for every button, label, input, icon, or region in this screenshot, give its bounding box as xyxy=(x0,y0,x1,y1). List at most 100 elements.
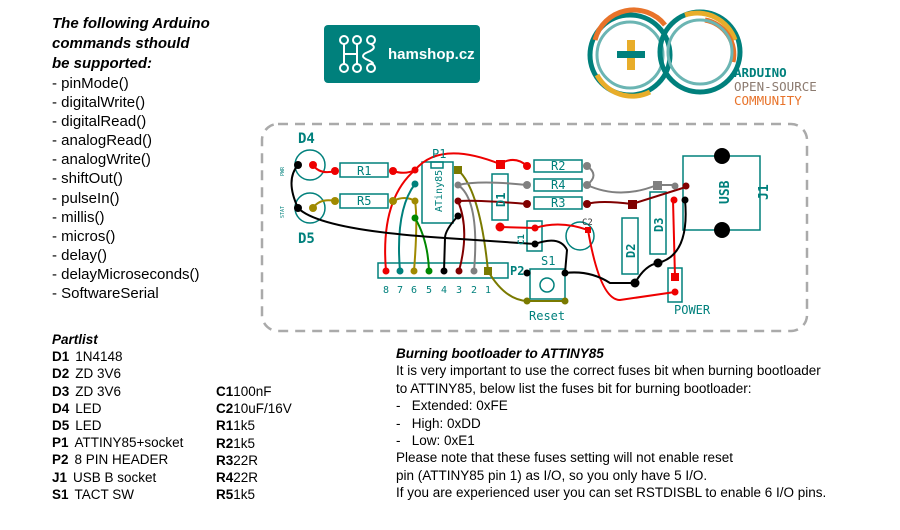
part-value: 8 PIN HEADER xyxy=(74,452,169,468)
part-ref: R5 xyxy=(216,487,234,503)
command-item: - analogRead() xyxy=(52,132,153,150)
part-ref: D2 xyxy=(52,366,70,382)
command-item: - digitalRead() xyxy=(52,113,147,131)
open-source-text: OPEN-SOURCE xyxy=(734,79,817,94)
command-item: - micros() xyxy=(52,227,116,245)
diode-d3 xyxy=(649,191,667,255)
hamshop-circuit-icon xyxy=(339,35,376,73)
part-row: R422R xyxy=(216,469,292,486)
bootloader-line: It is very important to use the correct … xyxy=(396,363,821,379)
command-item: - pulseIn() xyxy=(52,189,120,207)
command-item: - digitalWrite() xyxy=(52,94,146,112)
part-row: D2 ZD 3V6 xyxy=(52,365,183,382)
label-chip: ATiny85 xyxy=(434,170,445,212)
part-value: LED xyxy=(75,418,102,434)
label-r2: R2 xyxy=(551,159,565,173)
switch-s1 xyxy=(529,268,566,300)
label-s1: S1 xyxy=(541,254,555,268)
bootloader-line: - Low: 0xE1 xyxy=(396,433,475,449)
part-value: ZD 3V6 xyxy=(75,366,122,382)
label-r3: R3 xyxy=(551,196,565,210)
part-ref: D5 xyxy=(52,418,70,434)
bootloader-line: Please note that these fuses setting wil… xyxy=(396,450,733,466)
label-stat: STAT xyxy=(280,206,286,218)
bootloader-notes: Burning bootloader to ATTINY85 It is ver… xyxy=(396,345,826,502)
part-ref: D4 xyxy=(52,400,70,416)
partlist-title: Partlist xyxy=(52,332,98,347)
part-value: LED xyxy=(75,400,102,416)
pin-number: 7 xyxy=(397,285,403,296)
part-ref: P1 xyxy=(52,435,69,451)
pads xyxy=(294,148,730,305)
bootloader-line: - Extended: 0xFE xyxy=(396,398,508,414)
bootloader-line: pin (ATTINY85 pin 1) as I/O, so you only… xyxy=(396,467,708,483)
label-d3: D3 xyxy=(652,218,666,232)
part-row: R21k5 xyxy=(216,435,292,452)
command-item: - shiftOut() xyxy=(52,170,123,188)
label-pwr: PWR xyxy=(280,166,286,176)
pin-number: 6 xyxy=(411,285,417,296)
label-usb: USB xyxy=(718,180,733,204)
part-value: 22R xyxy=(233,452,259,468)
bootloader-title: Burning bootloader to ATTINY85 xyxy=(396,346,604,361)
label-r1: R1 xyxy=(357,164,371,178)
part-row: R11k5 xyxy=(216,417,292,434)
title-line: commands sthould xyxy=(52,35,190,52)
part-value: 1k5 xyxy=(233,418,256,434)
command-item: - SoftwareSerial xyxy=(52,285,159,303)
part-ref: R2 xyxy=(216,435,234,451)
label-r4: R4 xyxy=(551,178,565,192)
part-ref: R3 xyxy=(216,452,234,468)
label-power: POWER xyxy=(674,303,711,317)
resistor-r4 xyxy=(533,178,583,192)
label-d4: D4 xyxy=(298,131,315,147)
part-ref: R4 xyxy=(216,470,234,486)
board-outline xyxy=(260,122,809,333)
arduino-infinity-icon xyxy=(587,7,743,99)
pin-number: 5 xyxy=(426,285,432,296)
capacitor-c1 xyxy=(526,220,543,252)
command-item: - delay() xyxy=(52,246,108,264)
part-value: 10uF/16V xyxy=(233,401,292,417)
part-ref: D1 xyxy=(52,349,70,365)
part-row: R322R xyxy=(216,452,292,469)
title-line: be supported: xyxy=(52,55,152,72)
part-ref: J1 xyxy=(52,469,68,485)
command-list: - pinMode() - digitalWrite() - digitalRe… xyxy=(52,74,200,303)
diode-d1 xyxy=(491,173,509,221)
resistor-r1 xyxy=(339,162,389,178)
diode-d2 xyxy=(621,217,639,275)
resistor-r2 xyxy=(533,159,583,173)
part-ref: R1 xyxy=(216,418,234,434)
title-line: The following Arduino xyxy=(52,15,210,32)
pin-number: 8 xyxy=(383,285,389,296)
hamshop-text: hamshop.cz xyxy=(388,46,475,63)
part-value: 1k5 xyxy=(233,487,256,503)
label-c2: C2 xyxy=(582,218,593,228)
capacitor-c2 xyxy=(565,221,595,251)
community-text: COMMUNITY xyxy=(734,93,802,108)
hamshop-logo: hamshop.cz xyxy=(324,25,480,83)
command-item: - delayMicroseconds() xyxy=(52,265,200,283)
part-value: USB B socket xyxy=(73,469,157,485)
label-p1: P1 xyxy=(432,147,446,161)
command-item: - pinMode() xyxy=(52,75,129,92)
label-reset: Reset xyxy=(529,309,565,323)
part-row: C1100nF xyxy=(216,383,292,400)
command-item: - millis() xyxy=(52,208,105,226)
resistor-r3 xyxy=(533,196,583,210)
part-value: 100nF xyxy=(233,384,272,399)
part-value: 1N4148 xyxy=(75,349,123,365)
part-row: R51k5 xyxy=(216,486,292,503)
label-c1: C1 xyxy=(517,234,527,245)
bootloader-line: - High: 0xDD xyxy=(396,415,481,431)
label-j1: J1 xyxy=(757,184,772,200)
part-ref: C2 xyxy=(216,401,234,417)
pin-number: 3 xyxy=(456,285,462,296)
intro-title: The following Arduino commands sthould b… xyxy=(52,14,210,74)
